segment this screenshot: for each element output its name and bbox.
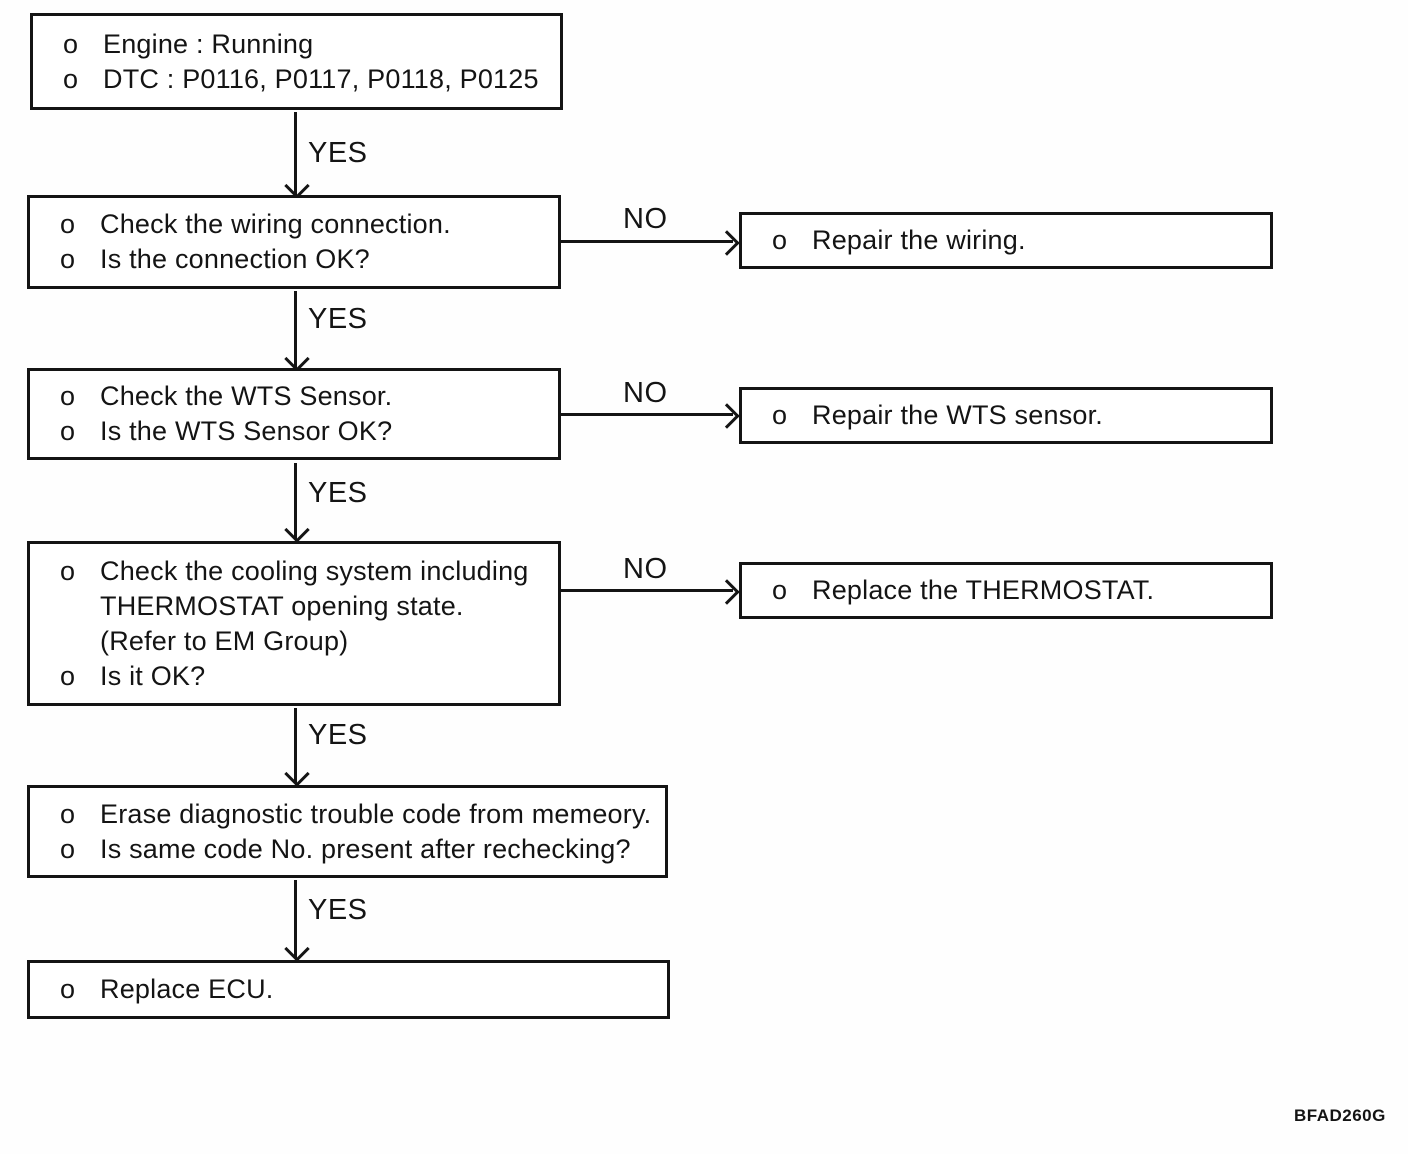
flow-box-text: Check the cooling system including — [100, 555, 529, 586]
arrowhead-down-icon — [284, 517, 310, 543]
flow-box-line: o Is same code No. present after recheck… — [60, 832, 657, 867]
arrowhead-down-icon — [284, 936, 310, 962]
flow-box-line: o Is the connection OK? — [60, 242, 550, 277]
bullet-marker: o — [772, 225, 788, 255]
bullet-marker: o — [60, 244, 76, 274]
flow-box-line: o Erase diagnostic trouble code from mem… — [60, 797, 657, 832]
yes-arrow-line — [294, 708, 297, 783]
flow-box-line: o Check the wiring connection. — [60, 207, 550, 242]
flow-box-check-wiring: o Check the wiring connection. o Is the … — [27, 195, 561, 289]
flow-box-text: Is the WTS Sensor OK? — [100, 416, 393, 446]
bullet-marker: o — [60, 416, 76, 446]
flow-box-text: Repair the wiring. — [812, 225, 1026, 255]
flow-box-text: Is it OK? — [100, 660, 206, 691]
bullet-marker: o — [60, 209, 76, 239]
bullet-marker: o — [772, 575, 788, 605]
arrowhead-down-icon — [284, 761, 310, 787]
flow-box-line: o DTC : P0116, P0117, P0118, P0125 — [63, 62, 552, 97]
flow-box-text: Check the WTS Sensor. — [100, 381, 393, 411]
no-arrow-line — [561, 413, 733, 416]
bullet-marker: o — [772, 400, 788, 430]
flow-box-erase-code: o Erase diagnostic trouble code from mem… — [27, 785, 668, 878]
flow-box-line: o Is the WTS Sensor OK? — [60, 414, 550, 449]
flow-box-text: DTC : P0116, P0117, P0118, P0125 — [103, 63, 539, 94]
flow-box-precondition: o Engine : Running o DTC : P0116, P0117,… — [30, 13, 563, 110]
arrowhead-right-icon — [714, 230, 740, 256]
bullet-marker: o — [60, 833, 76, 864]
flow-box-text: Is same code No. present after recheckin… — [100, 833, 631, 864]
flow-box-check-wts: o Check the WTS Sensor. o Is the WTS Sen… — [27, 368, 561, 460]
flow-box-text: Check the wiring connection. — [100, 209, 451, 239]
flow-box-text: Repair the WTS sensor. — [812, 400, 1104, 430]
yes-arrow-line — [294, 112, 297, 195]
flow-box-line: o Repair the wiring. — [772, 223, 1262, 258]
yes-arrow-line — [294, 291, 297, 368]
yes-label: YES — [308, 477, 368, 509]
yes-label: YES — [308, 719, 368, 751]
no-label: NO — [623, 203, 668, 235]
bullet-marker: o — [63, 63, 79, 94]
flow-box-text: Replace ECU. — [100, 974, 274, 1004]
bullet-marker: o — [60, 555, 76, 586]
flow-box-line: o Check the WTS Sensor. — [60, 379, 550, 414]
yes-arrow-line — [294, 880, 297, 958]
flow-box-text: THERMOSTAT opening state. — [100, 590, 464, 621]
no-arrow-line — [561, 589, 733, 592]
yes-label: YES — [308, 303, 368, 335]
flow-box-text: Replace the THERMOSTAT. — [812, 575, 1155, 605]
flow-box-line: THERMOSTAT opening state. — [60, 589, 550, 624]
flow-box-text: (Refer to EM Group) — [100, 625, 349, 656]
flow-box-line: o Is it OK? — [60, 659, 550, 694]
bullet-marker: o — [60, 974, 76, 1004]
bullet-marker: o — [63, 28, 79, 59]
yes-label: YES — [308, 894, 368, 926]
no-arrow-line — [561, 240, 733, 243]
flow-box-replace-ecu: o Replace ECU. — [27, 960, 670, 1019]
yes-label: YES — [308, 137, 368, 169]
flow-box-text: Erase diagnostic trouble code from memeo… — [100, 798, 652, 829]
bullet-marker: o — [60, 660, 76, 691]
flow-box-line: o Engine : Running — [63, 27, 552, 62]
no-label: NO — [623, 553, 668, 585]
figure-code: BFAD260G — [1294, 1106, 1386, 1125]
flow-box-line: o Replace ECU. — [60, 972, 659, 1007]
arrowhead-right-icon — [714, 403, 740, 429]
bullet-marker: o — [60, 798, 76, 829]
arrowhead-right-icon — [714, 579, 740, 605]
flow-box-line: o Replace the THERMOSTAT. — [772, 573, 1262, 608]
bullet-marker: o — [60, 381, 76, 411]
flow-box-text: Engine : Running — [103, 28, 314, 59]
flow-box-line: (Refer to EM Group) — [60, 624, 550, 659]
flow-box-repair-wts: o Repair the WTS sensor. — [739, 387, 1273, 444]
flow-box-repair-wiring: o Repair the wiring. — [739, 212, 1273, 269]
flow-box-line: o Check the cooling system including — [60, 554, 550, 589]
yes-arrow-line — [294, 463, 297, 539]
flow-box-replace-thermostat: o Replace the THERMOSTAT. — [739, 562, 1273, 619]
flow-box-text: Is the connection OK? — [100, 244, 370, 274]
flow-box-line: o Repair the WTS sensor. — [772, 398, 1262, 433]
flow-box-check-cooling: o Check the cooling system including THE… — [27, 541, 561, 706]
no-label: NO — [623, 377, 668, 409]
